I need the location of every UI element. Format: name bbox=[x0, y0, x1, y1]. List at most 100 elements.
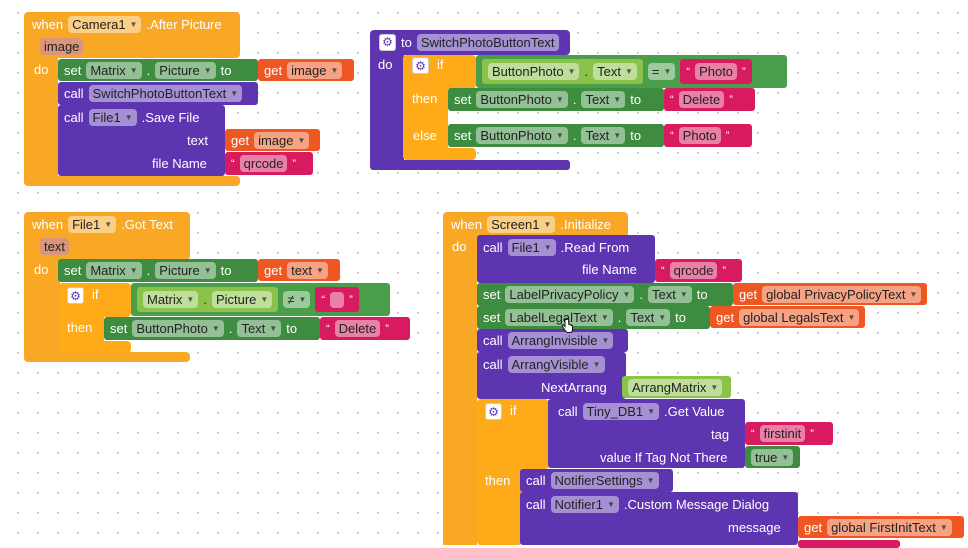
component-dropdown[interactable]: ArrangMatrix▼ bbox=[628, 378, 723, 396]
gear-icon[interactable]: ⚙ bbox=[379, 33, 396, 51]
component-dropdown[interactable]: File1▼ bbox=[88, 108, 137, 126]
read-from-block[interactable] bbox=[477, 235, 655, 283]
component-dropdown[interactable]: Camera1▼ bbox=[68, 15, 142, 33]
compare-block[interactable]: Matrix▼ . Picture▼ ≠▼ “ ” bbox=[131, 283, 390, 316]
event-param[interactable]: image bbox=[40, 38, 84, 55]
component-dropdown[interactable]: Tiny_DB1▼ bbox=[582, 402, 660, 420]
text-value[interactable]: qrcode bbox=[669, 262, 718, 279]
text-block[interactable]: “ Photo ” bbox=[664, 124, 752, 147]
procedure-name-field[interactable]: SwitchPhotoButtonText bbox=[416, 33, 559, 51]
close-quote: ” bbox=[810, 427, 814, 440]
text-block[interactable]: “ Delete ” bbox=[664, 88, 755, 111]
variable-dropdown[interactable]: image▼ bbox=[254, 131, 310, 149]
component-dropdown[interactable]: File1▼ bbox=[507, 238, 556, 256]
if-footer bbox=[403, 148, 476, 160]
component-dropdown[interactable]: Notifier1▼ bbox=[550, 495, 619, 513]
text-block[interactable]: “ ” bbox=[315, 287, 359, 312]
to-label: to bbox=[220, 263, 232, 278]
component-name: ButtonPhoto bbox=[492, 64, 564, 79]
gear-icon[interactable]: ⚙ bbox=[485, 403, 502, 420]
component-dropdown[interactable]: Matrix▼ bbox=[86, 262, 142, 279]
variable-dropdown[interactable]: text▼ bbox=[287, 261, 328, 279]
operator-dropdown[interactable]: =▼ bbox=[647, 63, 676, 80]
property-dropdown[interactable]: Text▼ bbox=[626, 309, 671, 326]
compare-block[interactable]: ButtonPhoto▼ . Text▼ =▼ “ Photo ” bbox=[476, 55, 787, 88]
property-dropdown[interactable]: Text▼ bbox=[593, 63, 637, 80]
property-dropdown[interactable]: Picture▼ bbox=[155, 61, 216, 79]
event-body bbox=[24, 255, 60, 355]
text-block-partial[interactable] bbox=[798, 540, 900, 548]
procedure-dropdown[interactable]: ArrangVisible▼ bbox=[507, 355, 605, 373]
set-block[interactable]: set ButtonPhoto▼ . Text▼ to bbox=[448, 88, 664, 111]
component-block[interactable]: ArrangMatrix▼ bbox=[622, 376, 731, 398]
dot: . bbox=[203, 292, 207, 307]
text-block[interactable]: “ qrcode ” bbox=[225, 152, 313, 175]
property-dropdown[interactable]: Text▼ bbox=[581, 127, 626, 144]
variable-dropdown[interactable]: global FirstInitText▼ bbox=[827, 518, 952, 536]
event-param[interactable]: text bbox=[40, 238, 69, 255]
text-block[interactable]: “ Delete ” bbox=[320, 317, 410, 340]
set-block[interactable]: set Matrix▼ . Picture▼ to bbox=[58, 259, 258, 282]
component-dropdown[interactable]: Screen1▼ bbox=[487, 215, 556, 233]
property-getter[interactable]: Matrix▼ . Picture▼ bbox=[137, 287, 279, 312]
call-procedure-block[interactable] bbox=[477, 352, 626, 399]
set-block[interactable]: set ButtonPhoto▼ . Text▼ to bbox=[104, 317, 320, 340]
text-value[interactable]: Photo bbox=[678, 127, 721, 144]
boolean-dropdown[interactable]: true▼ bbox=[751, 448, 794, 466]
component-dropdown[interactable]: Matrix▼ bbox=[86, 61, 142, 79]
get-block[interactable]: get global FirstInitText▼ bbox=[798, 516, 964, 538]
variable-dropdown[interactable]: global LegalsText▼ bbox=[739, 308, 860, 326]
operator-dropdown[interactable]: ≠▼ bbox=[283, 291, 311, 308]
component-dropdown[interactable]: LabelLegalText▼ bbox=[505, 309, 613, 326]
get-block[interactable]: get text▼ bbox=[258, 259, 340, 281]
call-procedure-block[interactable]: call NotifierSettings▼ bbox=[520, 469, 673, 492]
variable-name: global FirstInitText bbox=[831, 519, 936, 535]
set-block[interactable]: set ButtonPhoto▼ . Text▼ to bbox=[448, 124, 664, 147]
boolean-block[interactable]: true▼ bbox=[745, 446, 800, 468]
text-value[interactable]: Delete bbox=[678, 91, 725, 108]
component-dropdown[interactable]: File1▼ bbox=[68, 215, 117, 233]
procedure-dropdown[interactable]: SwitchPhotoButtonText▼ bbox=[88, 85, 243, 102]
get-block[interactable]: get image▼ bbox=[258, 59, 354, 81]
variable-dropdown[interactable]: global PrivacyPolicyText▼ bbox=[762, 285, 922, 303]
set-block[interactable]: set LabelPrivacyPolicy▼ . Text▼ to bbox=[477, 283, 733, 306]
property-dropdown[interactable]: Text▼ bbox=[237, 320, 282, 337]
component-dropdown[interactable]: ButtonPhoto▼ bbox=[476, 91, 568, 108]
variable-dropdown[interactable]: image▼ bbox=[287, 61, 343, 79]
get-block[interactable]: get image▼ bbox=[225, 129, 320, 151]
set-block[interactable]: set Matrix▼ . Picture▼ to bbox=[58, 59, 258, 81]
get-block[interactable]: get global PrivacyPolicyText▼ bbox=[733, 283, 928, 305]
text-value[interactable]: firstinit bbox=[759, 425, 806, 442]
text-value[interactable]: Photo bbox=[695, 63, 738, 80]
gear-icon[interactable]: ⚙ bbox=[67, 287, 84, 304]
set-block[interactable]: set LabelLegalText▼ . Text▼ to bbox=[477, 306, 710, 329]
property-getter[interactable]: ButtonPhoto▼ . Text▼ bbox=[482, 59, 643, 84]
text-block[interactable]: “ firstinit ” bbox=[745, 422, 833, 445]
component-dropdown[interactable]: ButtonPhoto▼ bbox=[476, 127, 568, 144]
call-procedure-block[interactable]: call SwitchPhotoButtonText▼ bbox=[58, 82, 258, 105]
text-value[interactable]: qrcode bbox=[239, 155, 288, 172]
save-file-block[interactable] bbox=[58, 105, 225, 176]
procedure-dropdown[interactable]: ArrangInvisible▼ bbox=[507, 332, 614, 349]
text-value[interactable]: Delete bbox=[334, 320, 381, 337]
component-dropdown[interactable]: ButtonPhoto▼ bbox=[132, 320, 224, 337]
text-block[interactable]: “ qrcode ” bbox=[655, 259, 742, 282]
component-dropdown[interactable]: LabelPrivacyPolicy▼ bbox=[505, 286, 635, 303]
get-block[interactable]: get global LegalsText▼ bbox=[710, 306, 866, 328]
property-dropdown[interactable]: Picture▼ bbox=[155, 262, 216, 279]
property-dropdown[interactable]: Text▼ bbox=[648, 286, 692, 303]
component-dropdown[interactable]: ButtonPhoto▼ bbox=[488, 63, 580, 80]
arg-default-label: value If Tag Not There bbox=[600, 450, 728, 465]
get-value-block[interactable] bbox=[548, 399, 745, 468]
property-dropdown[interactable]: Text▼ bbox=[581, 91, 626, 108]
call-procedure-block[interactable]: call ArrangInvisible▼ bbox=[477, 329, 628, 352]
property-dropdown[interactable]: Picture▼ bbox=[211, 291, 273, 308]
text-value[interactable] bbox=[330, 291, 345, 308]
custom-message-dialog-block[interactable] bbox=[520, 492, 798, 545]
procedure-dropdown[interactable]: NotifierSettings▼ bbox=[550, 472, 659, 489]
gear-icon[interactable]: ⚙ bbox=[412, 57, 429, 74]
then-statement-row: set ButtonPhoto▼ . Text▼ to “ Delete ” bbox=[448, 88, 755, 111]
do-label: do bbox=[34, 262, 49, 277]
component-dropdown[interactable]: Matrix▼ bbox=[143, 291, 199, 308]
text-block[interactable]: “ Photo ” bbox=[680, 59, 752, 84]
